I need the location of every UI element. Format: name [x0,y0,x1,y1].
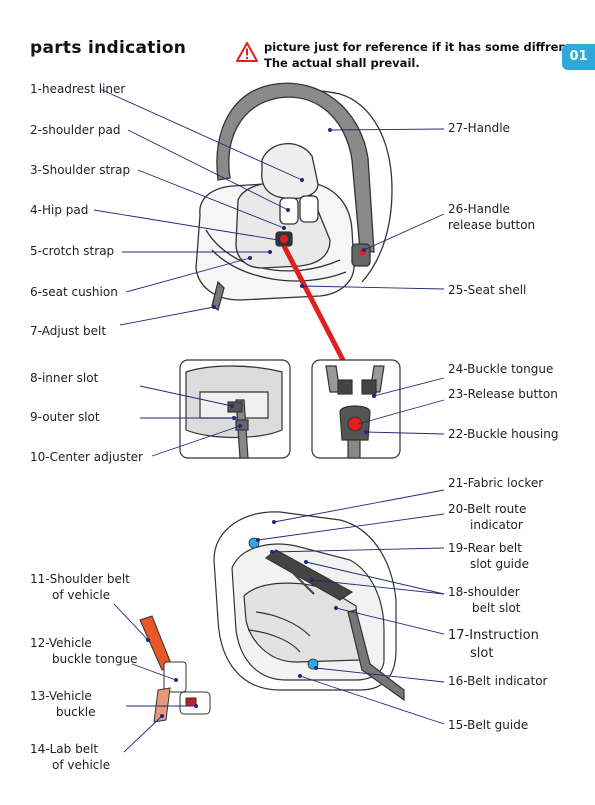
leader-endpoints [146,128,376,718]
label-line: of vehicle [52,588,111,602]
inset-slots-drawing [179,359,291,459]
warning-triangle-icon [236,42,258,62]
label-rear-belt-slot-guide: 19-Rear belt slot guide [448,540,529,572]
belt-route-drawing [213,511,405,702]
label-handle: 27-Handle [448,121,510,135]
label-shoulder-pad: 2-shoulder pad [30,123,121,137]
label-line: slot guide [470,557,530,571]
label-belt-indicator: 16-Belt indicator [448,674,548,688]
label-outer-slot: 9-outer slot [30,410,100,424]
label-line: 17-Instruction [448,628,539,643]
label-line: 12-Vehicle [30,636,92,650]
leader-lines [93,88,445,753]
label-shoulder-strap: 3-Shoulder strap [30,163,131,177]
label-center-adjuster: 10-Center adjuster [30,450,143,464]
release-button-red [347,416,363,432]
label-belt-guide: 15-Belt guide [448,718,529,732]
warning-line-2: The actual shall prevail. [264,56,420,70]
warning-line-1: picture just for reference if it has som… [264,40,582,54]
label-line: 18-shoulder [448,585,520,599]
label-line: belt slot [472,601,521,615]
label-buckle-tongue: 24-Buckle tongue [448,362,554,376]
vehicle-belt-drawing [139,615,211,723]
label-line: slot [470,646,494,661]
label-line: 13-Vehicle [30,689,92,703]
label-vehicle-buckle-tongue: 12-Vehicle buckle tongue [30,635,138,667]
label-handle-release-button: 26-Handle release button [448,201,535,233]
label-vehicle-buckle: 13-Vehicle buckle [30,688,96,720]
label-seat-cushion: 6-seat cushion [30,285,118,299]
handle-drawing [216,82,375,253]
label-instruction-slot: 17-Instruction slot [448,627,539,663]
label-line: indicator [470,518,523,532]
label-inner-slot: 8-inner slot [30,371,99,385]
label-line: 19-Rear belt [448,541,522,555]
zoom-connector [281,244,347,364]
main-car-seat-drawing [195,82,393,312]
label-line: 11-Shoulder belt [30,572,130,586]
label-seat-shell: 25-Seat shell [448,283,527,297]
label-belt-route-indicator: 20-Belt route indicator [448,501,526,533]
label-line: 20-Belt route [448,502,527,516]
page-number-badge: 01 [562,44,595,70]
label-line: of vehicle [52,758,111,772]
label-adjust-belt: 7-Adjust belt [30,324,107,338]
label-release-button: 23-Release button [448,387,558,401]
label-line: 14-Lab belt [30,742,99,756]
label-crotch-strap: 5-crotch strap [30,244,115,258]
reference-warning: picture just for reference if it has som… [264,39,581,71]
label-line: buckle tongue [52,652,138,666]
label-lab-belt-of-vehicle: 14-Lab belt of vehicle [30,741,110,773]
label-line: release button [448,218,536,232]
label-headrest-liner: 1-headrest liner [30,82,126,96]
page-title: parts indication [30,38,187,58]
inset-buckle-drawing [311,359,401,459]
label-shoulder-belt-of-vehicle: 11-Shoulder belt of vehicle [30,571,130,603]
label-fabric-locker: 21-Fabric locker [448,476,544,490]
label-hip-pad: 4-Hip pad [30,203,89,217]
label-line: 26-Handle [448,202,510,216]
label-buckle-housing: 22-Buckle housing [448,427,559,441]
label-shoulder-belt-slot: 18-shoulder belt slot [448,584,521,616]
label-line: buckle [56,705,96,719]
crotch-buckle-red-dot [280,235,288,243]
